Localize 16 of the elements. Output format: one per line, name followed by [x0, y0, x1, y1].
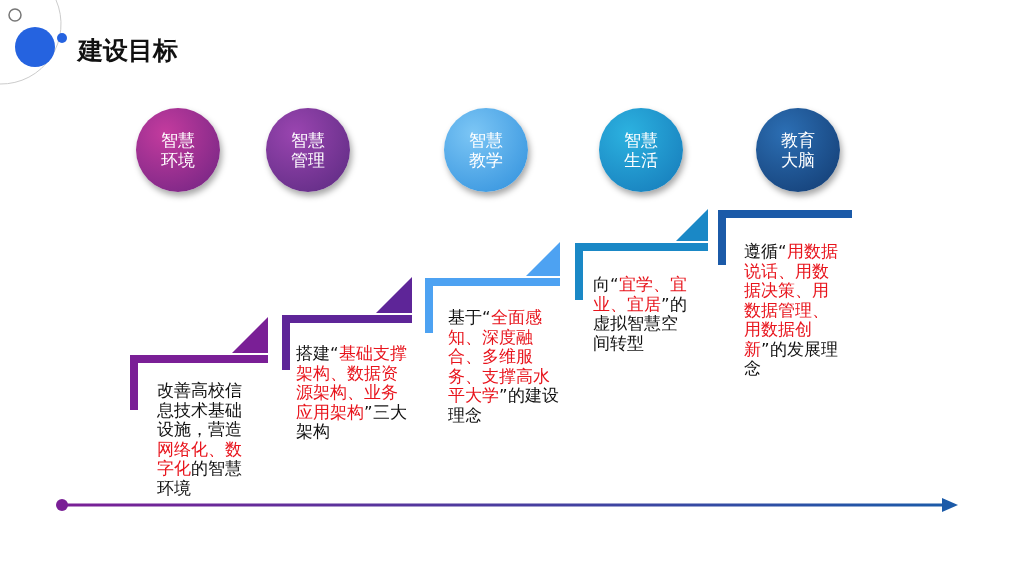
circle-label: 智慧环境	[160, 130, 196, 170]
circle-label: 教育大脑	[780, 130, 816, 170]
topic-circle	[136, 108, 220, 192]
topic-circle	[266, 108, 350, 192]
circle-label: 智慧管理	[290, 130, 326, 170]
step-description: 改善高校信息技术基础设施，营造网络化、数字化的智慧环境	[157, 381, 258, 498]
topic-circle	[444, 108, 528, 192]
step-description: 基于“全面感知、深度融合、多维服务、支撑高水平大学”的建设理念	[448, 308, 566, 425]
title: 建设目标	[78, 35, 178, 67]
step-description: 搭建“基础支撑架构、数据资源架构、业务应用架构”三大架构	[296, 344, 414, 442]
topic-circle	[599, 108, 683, 192]
circle-label: 智慧生活	[623, 130, 659, 170]
circle-label: 智慧教学	[468, 130, 504, 170]
topic-circle	[756, 108, 840, 192]
step-description: 向“宜学、宜业、宜居”的虚拟智慧空间转型	[593, 275, 694, 353]
step-description: 遵循“用数据说话、用数据决策、用数据管理、用数据创新”的发展理念	[744, 242, 845, 379]
